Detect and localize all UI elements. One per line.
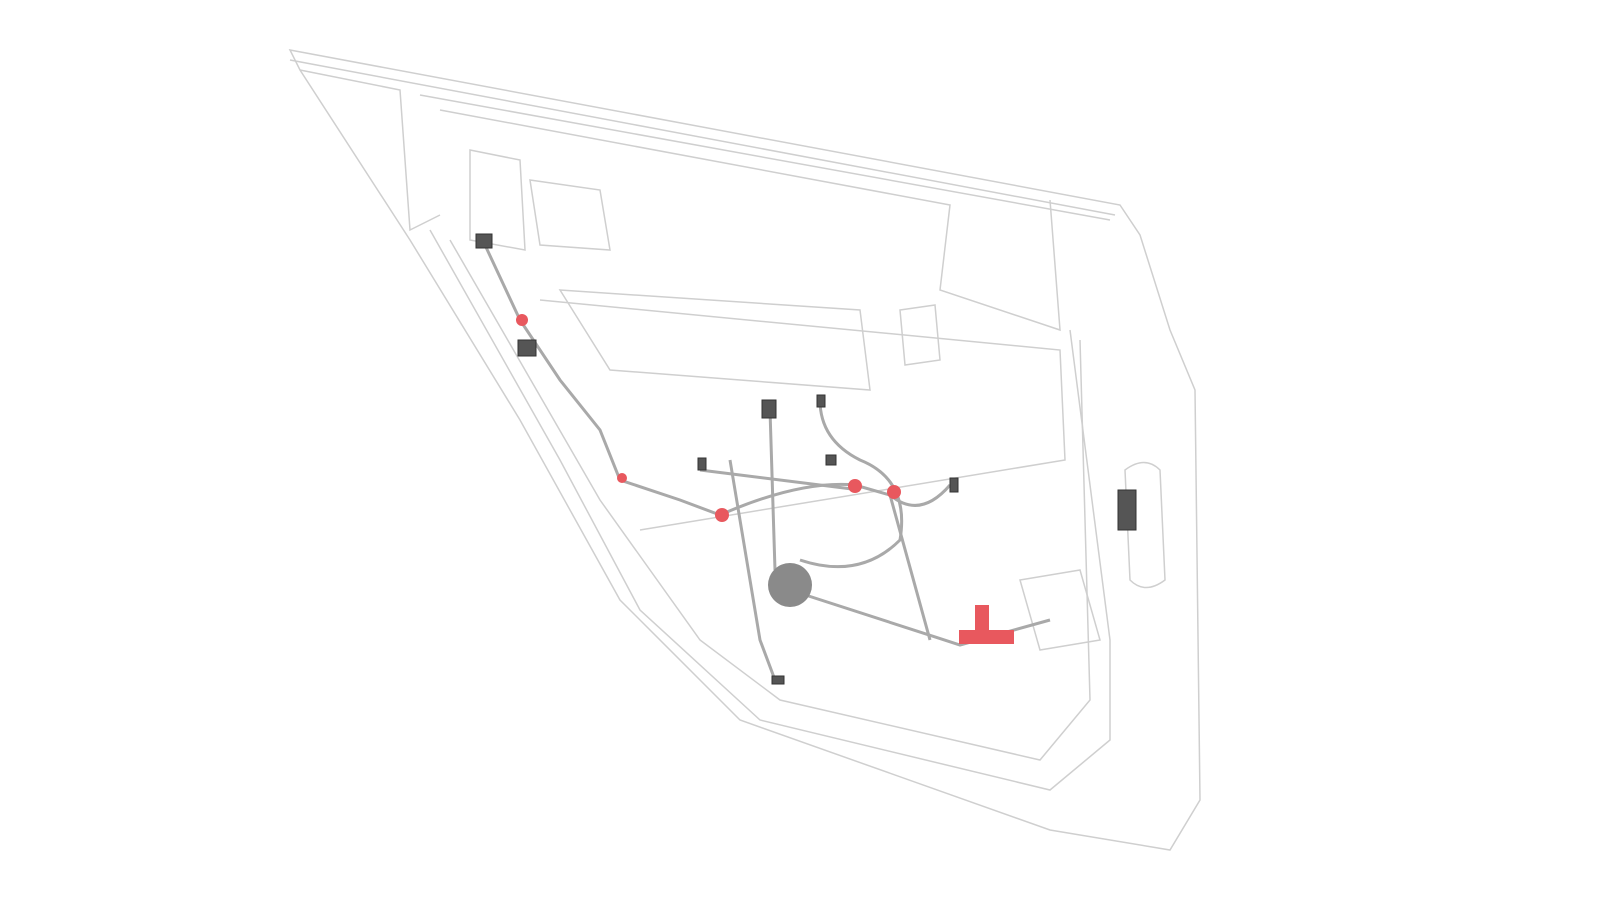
- clip-icon: [959, 605, 1014, 644]
- clip-icon: [715, 508, 729, 522]
- door-outline: [288, 48, 1201, 851]
- connector-icon: [475, 233, 493, 249]
- clip-icon: [848, 479, 862, 493]
- connector-icon: [825, 454, 837, 466]
- connector-icon: [697, 457, 707, 471]
- clips: [516, 314, 1014, 644]
- connector-icon: [1117, 489, 1137, 531]
- clip-icon: [617, 473, 627, 483]
- connectors: [475, 233, 1137, 685]
- connector-icon: [517, 339, 537, 357]
- connector-icon: [949, 477, 959, 493]
- connector-icon: [771, 675, 785, 685]
- clip-icon: [887, 485, 901, 499]
- grommet: [768, 563, 812, 607]
- connector-icon: [761, 399, 777, 419]
- connector-icon: [816, 394, 826, 408]
- wiring-harness: [483, 244, 1051, 681]
- clip-icon: [516, 314, 528, 326]
